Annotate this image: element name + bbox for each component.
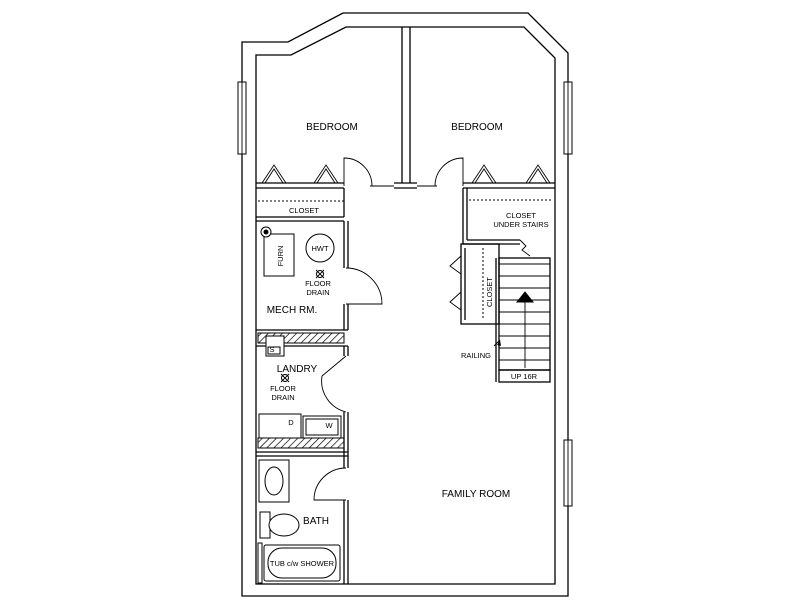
dryer-label: D	[288, 418, 294, 427]
washer-label: W	[325, 421, 333, 430]
closet-under-stairs-label-1: CLOSET	[506, 211, 536, 220]
furnace-label: FURN	[276, 246, 285, 267]
hwt-label: HWT	[311, 244, 328, 253]
closet-vertical-label: CLOSET	[485, 277, 494, 307]
railing-label: RAILING	[461, 351, 491, 360]
floor-drain-laundry-label-2: DRAIN	[271, 393, 294, 402]
mech-room-label: MECH RM.	[267, 305, 318, 316]
exterior-walls	[241, 12, 569, 597]
closet-under-stairs-label-2: UNDER STAIRS	[493, 220, 548, 229]
floor-drain-mech-label-1: FLOOR	[305, 279, 331, 288]
closet-left-label: CLOSET	[289, 206, 319, 215]
laundry-label: LANDRY	[277, 364, 318, 375]
bath-label: BATH	[303, 516, 329, 527]
bathroom	[257, 456, 349, 584]
bifold-doors	[261, 164, 551, 184]
laundry-room	[256, 332, 349, 457]
windows	[237, 81, 573, 507]
family-room-label: FAMILY ROOM	[442, 489, 511, 500]
closet-left	[256, 188, 345, 222]
floor-drain-mech-label-2: DRAIN	[306, 288, 329, 297]
sink-label: S	[269, 345, 274, 354]
bedrooms	[256, 27, 555, 189]
bedroom-left-label: BEDROOM	[306, 122, 358, 133]
bedroom-right-label: BEDROOM	[451, 122, 503, 133]
staircase	[493, 257, 551, 383]
floor-drain-laundry-label-1: FLOOR	[270, 384, 296, 393]
mech-room	[256, 221, 383, 331]
tub-label: TUB c/w SHOWER	[270, 559, 335, 568]
closet-under-stairs	[462, 188, 553, 257]
stairs-up-label: UP 16R	[511, 372, 538, 381]
